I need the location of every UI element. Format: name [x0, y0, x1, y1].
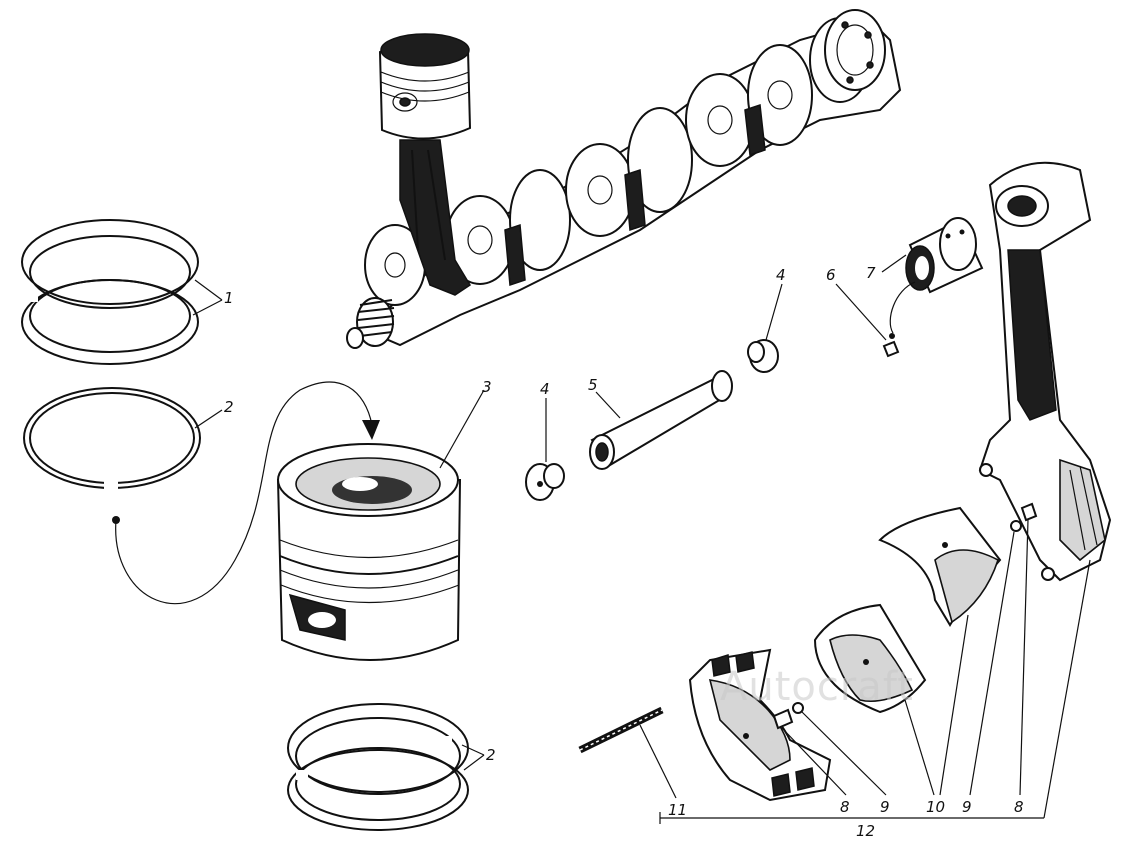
- insert-left: [792, 702, 887, 796]
- assembly-bracket: [659, 812, 1044, 824]
- assembled-piston: [378, 33, 472, 140]
- pin-retainer-left: [525, 398, 565, 501]
- bolt: [578, 706, 677, 799]
- callout-5: 5: [588, 376, 598, 394]
- piston: [276, 389, 485, 661]
- connecting-rod: [978, 161, 1112, 582]
- crank-flange: [824, 9, 886, 91]
- callout-4-left: 4: [540, 380, 550, 398]
- insert-right: [969, 520, 1022, 796]
- callout-11: 11: [668, 801, 687, 819]
- callout-8-left: 8: [840, 798, 850, 816]
- callout-3: 3: [482, 378, 492, 396]
- pin-retainer-right: [747, 283, 783, 373]
- dowel-right: [1019, 502, 1038, 796]
- piston-ring-left: [23, 387, 223, 492]
- bearing-cap: [688, 648, 832, 802]
- callout-9-right: 9: [962, 798, 972, 816]
- callout-1: 1: [224, 289, 234, 307]
- callout-2-left: 2: [224, 398, 234, 416]
- callout-9-left: 9: [880, 798, 890, 816]
- piston-rings-upper: [21, 219, 223, 365]
- watermark: Autoсraft: [720, 664, 914, 710]
- lower-bearing-shell: [813, 603, 927, 714]
- callout-4-right: 4: [776, 266, 786, 284]
- assembly-arrow: [112, 381, 380, 604]
- callout-8-right: 8: [1014, 798, 1024, 816]
- cap-dowel-left: [772, 708, 847, 796]
- bushing-plug: [835, 283, 900, 358]
- crankshaft-assembly: [346, 9, 902, 349]
- piston-pin: [589, 370, 733, 470]
- callout-6: 6: [826, 266, 836, 284]
- upper-bearing-shell: [878, 506, 1002, 627]
- assembled-rod: [399, 139, 472, 296]
- callout-2-lower: 2: [486, 746, 496, 764]
- piston-rings-lower: [287, 703, 485, 831]
- callout-7: 7: [866, 264, 876, 282]
- crank-gear: [346, 224, 426, 349]
- callout-10: 10: [926, 798, 945, 816]
- callout-12: 12: [856, 822, 875, 840]
- small-end-bushing: [881, 217, 984, 339]
